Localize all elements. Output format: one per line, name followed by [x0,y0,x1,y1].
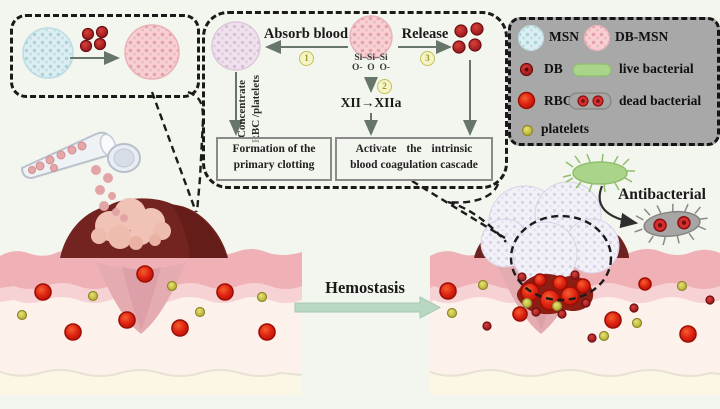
primary-clotting-box: Formation of the primary clotting [216,137,332,181]
silanol-row-2: O- O O- [352,63,390,73]
legend-label-rbc: RBC [544,93,573,108]
left-rbc-platelets [16,265,276,341]
coagulation-line-2: blood coagulation cascade [350,159,478,171]
legend-label-dead-bacterial: dead bacterial [619,93,702,108]
dead-bacterial-icon [568,92,612,110]
right-wound-scene [429,181,720,395]
step-1-badge: 1 [299,51,314,66]
release-label: Release [401,26,449,42]
platelet-icon [521,124,534,137]
msn-sphere [22,27,74,79]
legend-label-live-bacterial: live bacterial [619,61,694,76]
mechanism-callout-box [202,11,508,189]
left-wound-scene [0,198,303,395]
step-3-badge: 3 [420,51,435,66]
xii-xiia-label: XII→XIIa [340,95,402,110]
absorb-blood-label: Absorb blood [263,26,349,42]
step-2-badge: 2 [377,79,392,94]
hemostasis-arrow [294,296,442,319]
msn-powder-pile [91,198,171,250]
tissue-divider [0,369,303,377]
silanol-row-1: Si–Si–Si [354,53,388,63]
antibacterial-label: Antibacterial [618,186,706,203]
synthesis-callout-box [10,14,200,98]
live-bacterial-icon [572,63,612,77]
db-icon [519,62,534,77]
clot-highlight-circle [509,214,613,302]
rbc-icon [517,91,536,110]
db-msn-center-sphere [349,15,393,59]
primary-clotting-line-1: Formation of the [232,143,316,155]
live-bacterium [562,153,635,193]
legend-label-db: DB [544,61,563,76]
legend: MSN DB-MSN DB live bacterial RBC dead ba… [508,17,720,146]
coagulation-cascade-box: Activate the intrinsic blood coagulation… [335,137,493,181]
db-msn-sphere [124,24,180,80]
dead-bacterium [634,203,708,246]
right-rbc-platelets [439,277,715,343]
antibacterial-arrow [598,185,639,229]
falling-msn-particles [91,165,128,222]
hemostasis-label: Hemostasis [325,278,405,297]
microcentrifuge-tube [20,131,141,180]
msn-cluster [480,181,620,287]
primary-clotting-line-2: primary clotting [233,159,315,171]
legend-label-msn: MSN [549,29,579,44]
coagulation-line-1: Activate the intrinsic [355,143,473,155]
msn-icon [517,24,545,52]
db-msn-icon [583,24,611,52]
legend-label-db-msn: DB-MSN [615,29,669,44]
synthesis-graphics [22,24,180,80]
legend-label-platelets: platelets [541,121,589,136]
